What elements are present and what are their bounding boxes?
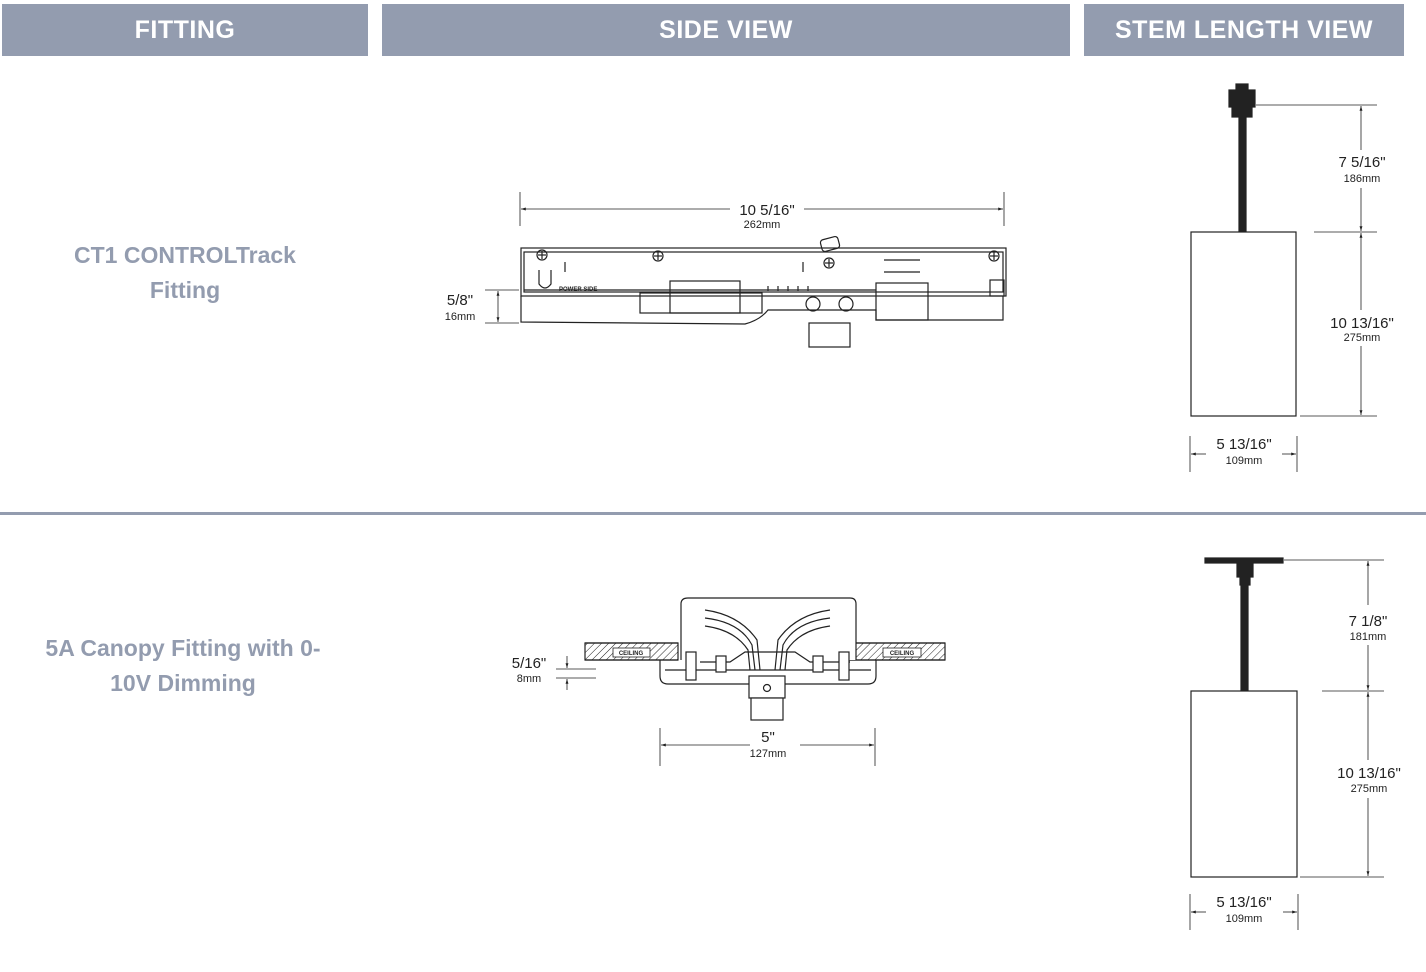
canopy-stem-mm: 181mm [1350,631,1387,643]
canopy-body-height-in: 10 13/16" [1337,765,1401,782]
ct1-side-height-mm: 16mm [445,311,476,323]
fitting-label-row1: CT1 CONTROLTrack Fitting [74,242,296,303]
canopy-body-width-in: 5 13/16" [1216,894,1271,911]
header-side-view: SIDE VIEW [382,4,1070,56]
canopy-side-height-in: 5/16" [512,655,547,672]
row-divider [0,512,1426,515]
header-side-view-label: SIDE VIEW [659,15,793,44]
ct1-stem-in: 7 5/16" [1338,154,1385,171]
ct1-side-height-in: 5/8" [447,292,473,309]
canopy-body-width-mm: 109mm [1226,913,1263,925]
ct1-side-view-drawing [485,192,1007,348]
ct1-stem-length-drawing [1189,83,1377,472]
header-stem-length-view-label: STEM LENGTH VIEW [1115,15,1373,44]
canopy-stem-in: 7 1/8" [1349,613,1388,630]
ceiling-label-right: CEILING [890,651,915,657]
ct1-side-width-in: 10 5/16" [739,202,794,219]
ct1-body-width-mm: 109mm [1226,455,1263,467]
ct1-body-height-in: 10 13/16" [1330,315,1394,332]
power-side-label: POWER SIDE [559,287,597,293]
fitting-label-row2: 5A Canopy Fitting with 0-10V Dimming [45,635,321,696]
ct1-body-width-in: 5 13/16" [1216,436,1271,453]
ceiling-label-left: CEILING [619,651,644,657]
canopy-side-width-mm: 127mm [750,748,787,760]
ct1-side-width-mm: 262mm [744,219,781,231]
canopy-side-view-drawing [556,597,946,766]
ct1-stem-mm: 186mm [1344,173,1381,185]
canopy-side-width-in: 5" [761,729,775,746]
canopy-body-height-mm: 275mm [1351,783,1388,795]
canopy-stem-length-drawing [1189,557,1384,930]
header-fitting-label: FITTING [134,15,236,44]
header-stem-length-view: STEM LENGTH VIEW [1084,4,1404,56]
header-fitting: FITTING [2,4,368,56]
ct1-body-height-mm: 275mm [1344,332,1381,344]
canopy-side-height-mm: 8mm [517,673,541,685]
